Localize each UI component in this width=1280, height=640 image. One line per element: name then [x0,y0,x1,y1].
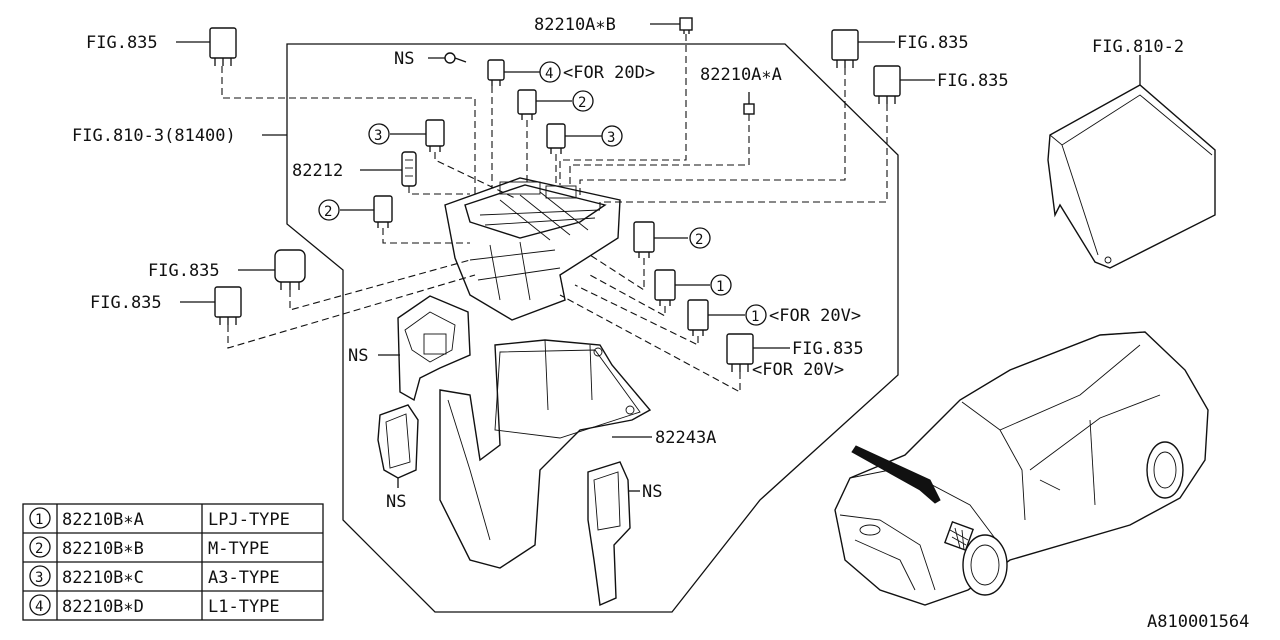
fuse-box-cover[interactable] [1047,84,1216,269]
vehicle-illustration [834,331,1209,606]
label-ns-left[interactable]: NS [348,346,368,366]
legend-row-1: 1 82210B∗A LPJ-TYPE [29,507,290,530]
label-ns-bottom-left[interactable]: NS [386,492,406,512]
fuse-82210a-a[interactable] [743,103,755,115]
legend-row-3-part: 82210B∗C [62,568,144,588]
label-fig810-2[interactable]: FIG.810-2 [1092,37,1184,57]
fuse-82210a-b[interactable] [679,17,693,34]
leader-lines [221,34,888,393]
callout-3-right[interactable]: 3 [601,125,623,147]
relay-midleft-1[interactable] [274,249,306,290]
fuse-type1-20v[interactable] [687,299,709,336]
label-for-20d: <FOR 20D> [563,63,655,83]
callout-2-left[interactable]: 2 [318,199,340,221]
legend-row-3: 3 82210B∗C A3-TYPE [29,565,280,588]
relay-topleft[interactable] [209,27,237,66]
label-fig835-topleft[interactable]: FIG.835 [86,33,158,53]
bracket-ns-bottom-left[interactable] [377,404,419,479]
callout-2-top[interactable]: 2 [572,90,594,112]
callout-2-top-num: 2 [578,95,586,111]
label-for-20v-fuse: <FOR 20V> [769,306,861,326]
legend-row-1-num: 1 [35,512,43,528]
relay-topright-1[interactable] [831,29,859,68]
callout-4-num: 4 [545,66,553,82]
callout-2-left-num: 2 [324,204,332,220]
legend-row-2: 2 82210B∗B M-TYPE [29,536,269,559]
legend-row-1-part: 82210B∗A [62,510,144,530]
label-fig835-lower[interactable]: FIG.835 [792,339,864,359]
label-fig835-midleft-1[interactable]: FIG.835 [148,261,220,281]
legend-row-4-part: 82210B∗D [62,597,144,617]
label-82243a[interactable]: 82243A [655,428,716,448]
label-fig835-topright-1[interactable]: FIG.835 [897,33,969,53]
callout-3-left[interactable]: 3 [368,123,390,145]
label-82210a-a[interactable]: 82210A∗A [700,65,782,85]
ns-screw-top[interactable] [444,52,467,64]
callout-1-20v-num: 1 [751,309,759,325]
legend-row-2-type: M-TYPE [208,539,269,559]
label-fig835-midleft-2[interactable]: FIG.835 [90,293,162,313]
hood-pointer [851,445,941,504]
label-ns-bottom-right[interactable]: NS [642,482,662,502]
bracket-ns-bottom-right[interactable] [587,461,631,607]
fuse-type2-right[interactable] [633,221,655,258]
callout-3-right-num: 3 [607,130,615,146]
label-82212[interactable]: 82212 [292,161,343,181]
fuse-type4[interactable] [487,59,505,86]
fuse-type2-top[interactable] [517,89,537,120]
fuse-type1[interactable] [654,269,676,306]
legend-row-4-num: 4 [35,599,43,615]
bracket-82243a[interactable] [439,339,652,569]
legend-row-3-num: 3 [35,570,43,586]
fuse-82212[interactable] [401,151,417,187]
legend-row-3-type: A3-TYPE [208,568,280,588]
relay-lower[interactable] [726,333,754,372]
label-fig835-topright-2[interactable]: FIG.835 [937,71,1009,91]
callout-2-right-num: 2 [695,232,703,248]
legend-row-2-num: 2 [35,541,43,557]
bracket-ns-left[interactable] [397,295,471,402]
label-fig810-3[interactable]: FIG.810-3(81400) [72,126,236,146]
label-fig835-lower-note: <FOR 20V> [752,360,844,380]
assembly-outline [286,43,899,613]
callout-1-num: 1 [716,279,724,295]
legend-row-4-type: L1-TYPE [208,597,280,617]
fuse-type3-left[interactable] [425,119,445,152]
label-82210a-b[interactable]: 82210A∗B [534,15,616,35]
legend-table: 1 82210B∗A LPJ-TYPE 2 82210B∗B M-TYPE 3 … [22,503,324,621]
callout-3-left-num: 3 [374,128,382,144]
callout-2-right[interactable]: 2 [689,227,711,249]
relay-midleft-2[interactable] [214,286,242,325]
fuse-type2-left[interactable] [373,195,393,228]
callout-1[interactable]: 1 [710,274,732,296]
callout-1-20v[interactable]: 1 [745,304,767,326]
legend-row-2-part: 82210B∗B [62,539,144,559]
diagram-id: A810001564 [1147,612,1249,632]
legend-row-4: 4 82210B∗D L1-TYPE [29,594,280,617]
label-ns-top[interactable]: NS [394,49,414,69]
callout-4[interactable]: 4 [539,61,561,83]
relay-topright-2[interactable] [873,65,901,104]
fuse-type3-right[interactable] [546,123,566,154]
fuse-box[interactable] [444,177,621,321]
legend-row-1-type: LPJ-TYPE [208,510,290,530]
